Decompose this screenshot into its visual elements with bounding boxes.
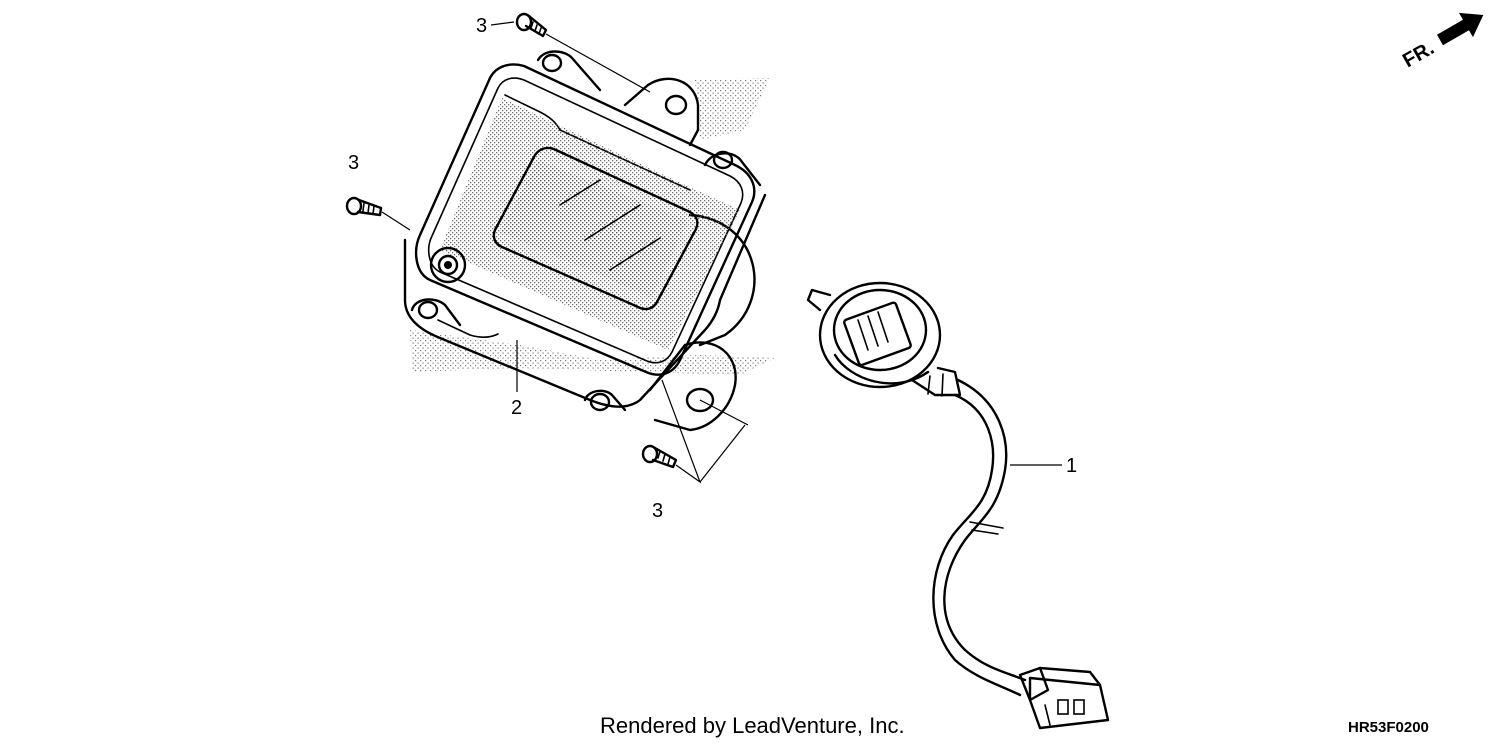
front-direction-label: FR. xyxy=(1399,37,1438,72)
callout-harness: 1 xyxy=(1066,455,1077,477)
callout-bolt-bottom: 3 xyxy=(652,500,663,522)
meter-housing xyxy=(403,50,775,432)
wire-harness xyxy=(806,281,1110,730)
callout-bolt-top: 3 xyxy=(476,15,487,37)
front-direction-indicator: FR. xyxy=(1399,12,1484,72)
screw-top xyxy=(515,12,548,38)
screw-left xyxy=(345,196,383,217)
direction-arrow-icon xyxy=(1437,12,1484,46)
screw-bottom xyxy=(641,444,678,469)
callout-bolt-left: 3 xyxy=(348,152,359,174)
footer-credit: Rendered by LeadVenture, Inc. xyxy=(600,713,905,738)
callout-housing: 2 xyxy=(511,397,522,419)
figure-code: HR53F0200 xyxy=(1348,719,1429,736)
